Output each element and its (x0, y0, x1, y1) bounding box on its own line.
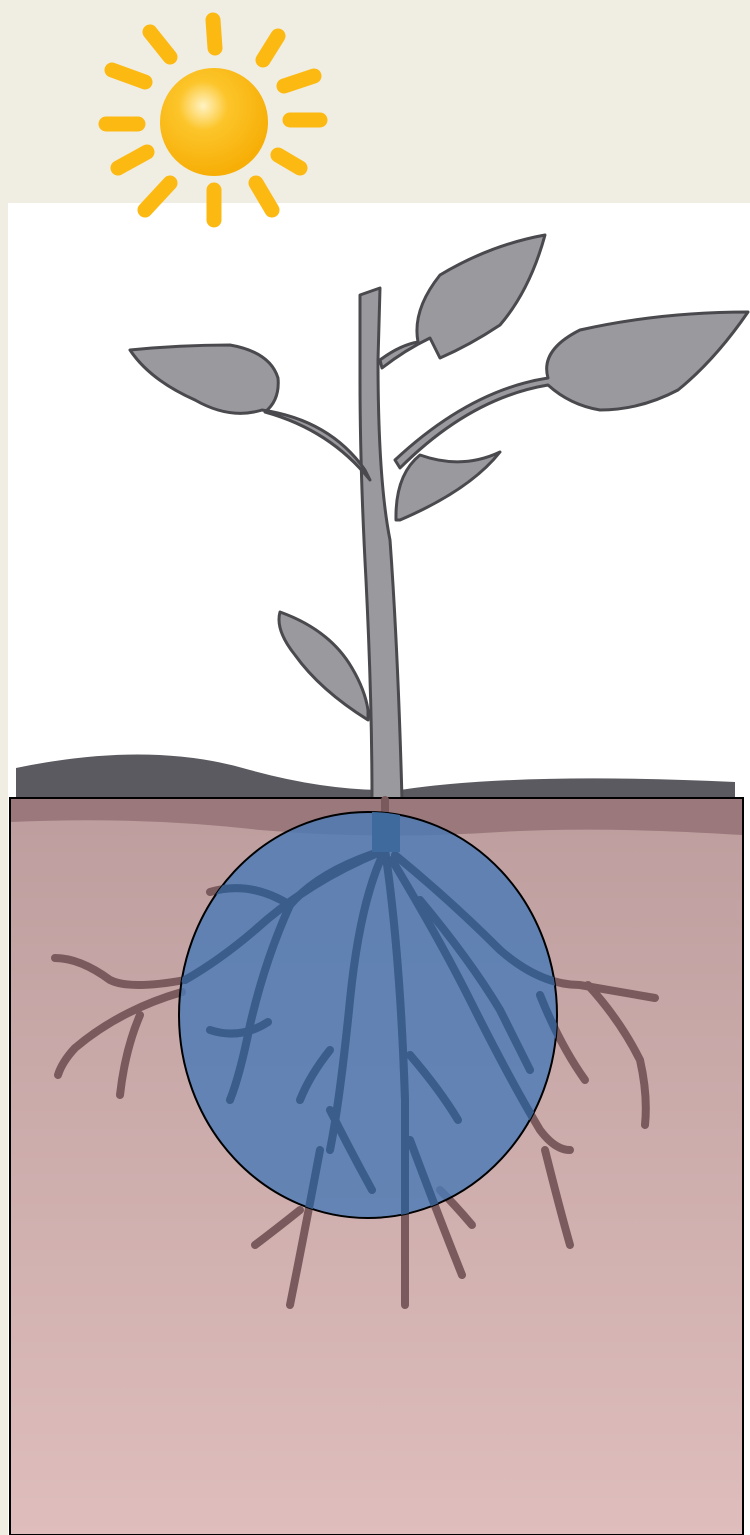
stem-in-highlight (372, 812, 400, 852)
